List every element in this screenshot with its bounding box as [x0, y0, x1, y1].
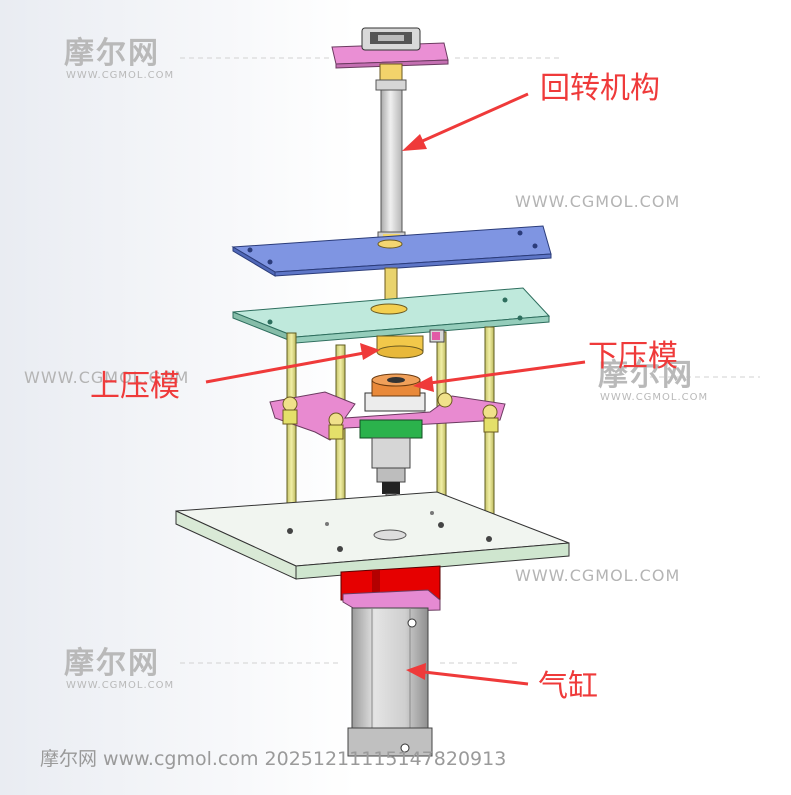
watermark-url: WWW.CGMOL.COM: [515, 566, 681, 585]
label-cylinder: 气缸: [538, 669, 598, 704]
watermark-url: WWW.CGMOL.COM: [24, 368, 190, 387]
watermark-logo-en: WWW.CGMOL.COM: [66, 70, 175, 81]
watermark-logo: 摩尔网 WWW.CGMOL.COM: [598, 360, 708, 404]
cylinder-mount: [340, 565, 441, 613]
watermark-logo: 摩尔网 WWW.CGMOL.COM: [64, 648, 174, 692]
watermark-logo-cn: 摩尔网: [64, 36, 160, 71]
footer-watermark: 摩尔网 www.cgmol.com 20251211115147820913: [40, 748, 507, 770]
air-cylinder-body: [347, 607, 433, 757]
upper-die-part: [376, 329, 445, 359]
watermark-logo-cn: 摩尔网: [598, 358, 694, 393]
watermark-logo: 摩尔网 WWW.CGMOL.COM: [64, 38, 174, 82]
base-plate: [175, 491, 570, 580]
upper-plate: [232, 287, 551, 344]
label-rotary-mechanism: 回转机构: [540, 71, 660, 106]
callout-arrows: [205, 92, 586, 686]
blue-plate: [231, 225, 552, 277]
watermark-logo-en: WWW.CGMOL.COM: [66, 680, 175, 691]
watermark-url: WWW.CGMOL.COM: [515, 192, 681, 211]
watermark-guides: [180, 57, 760, 664]
watermark-logo-cn: 摩尔网: [64, 646, 160, 681]
watermark-logo-en: WWW.CGMOL.COM: [600, 392, 709, 403]
die-carrier: [269, 391, 506, 441]
label-upper-die: 上压模: [90, 369, 180, 404]
label-lower-die: 下压模: [588, 339, 678, 374]
